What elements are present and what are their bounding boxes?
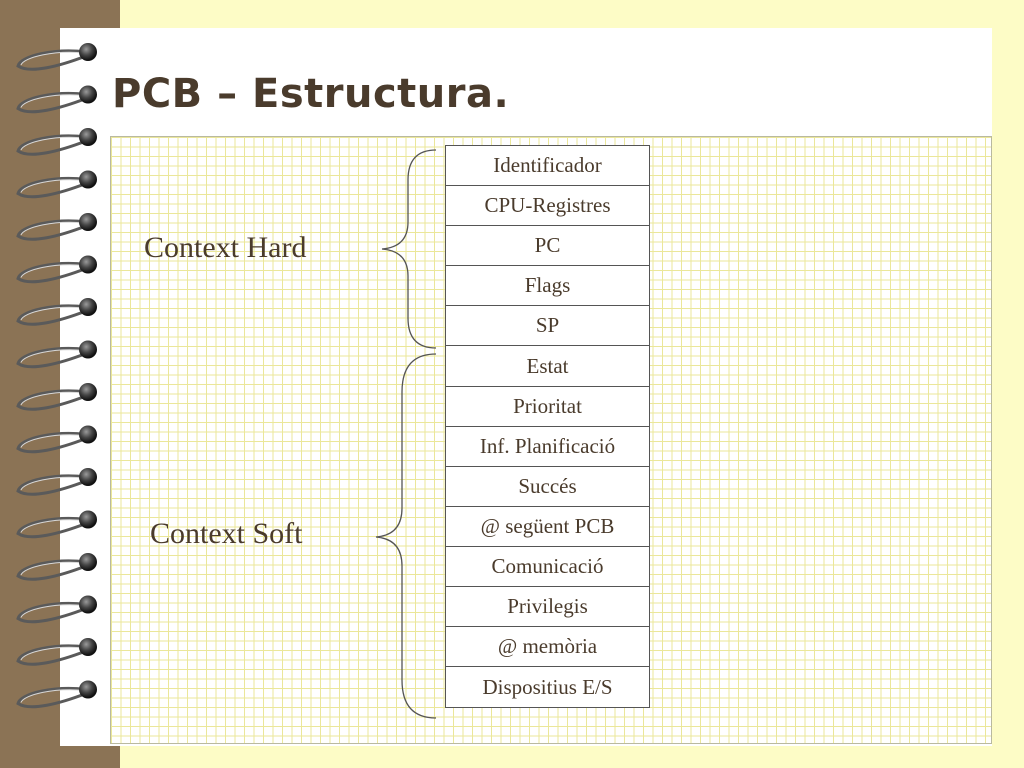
- pcb-field-row: Flags: [446, 266, 649, 307]
- spiral-ring: [16, 340, 97, 369]
- spiral-ring: [16, 170, 97, 199]
- pcb-field-row: PC: [446, 226, 649, 267]
- pcb-field-row: Prioritat: [446, 387, 649, 427]
- pcb-field-row: Identificador: [446, 146, 649, 187]
- spiral-ring: [16, 468, 97, 496]
- spiral-ring: [16, 638, 97, 666]
- spiral-ring: [16, 213, 97, 241]
- slide-title: PCB – Estructura.: [112, 71, 510, 117]
- pcb-field-row: Privilegis: [446, 587, 649, 628]
- pcb-field-row: CPU-Registres: [446, 186, 649, 227]
- pcb-field-row: @ següent PCB: [446, 507, 649, 547]
- context-soft-label: Context Soft: [150, 517, 303, 550]
- spiral-ring: [16, 43, 97, 71]
- pcb-field-row: Dispositius E/S: [482, 674, 613, 699]
- pcb-field-row: SP: [446, 306, 649, 347]
- pcb-field-row: Succés: [446, 467, 649, 507]
- pcb-field-row: @ memòria: [446, 627, 649, 668]
- context-hard-label: Context Hard: [144, 231, 307, 264]
- spiral-rings: [16, 43, 97, 709]
- spiral-ring: [16, 383, 97, 411]
- spiral-ring: [16, 85, 97, 114]
- spiral-ring: [16, 510, 97, 539]
- spiral-ring: [16, 255, 97, 284]
- spiral-ring: [16, 553, 97, 581]
- spiral-ring: [16, 680, 97, 709]
- pcb-field-row: Comunicació: [446, 547, 649, 588]
- spiral-ring: [16, 425, 97, 454]
- spiral-ring: [16, 128, 97, 156]
- spiral-ring: [16, 595, 97, 624]
- spiral-ring: [16, 298, 97, 326]
- pcb-field-row: Estat: [446, 346, 649, 387]
- pcb-field-row: Inf. Planificació: [446, 427, 649, 467]
